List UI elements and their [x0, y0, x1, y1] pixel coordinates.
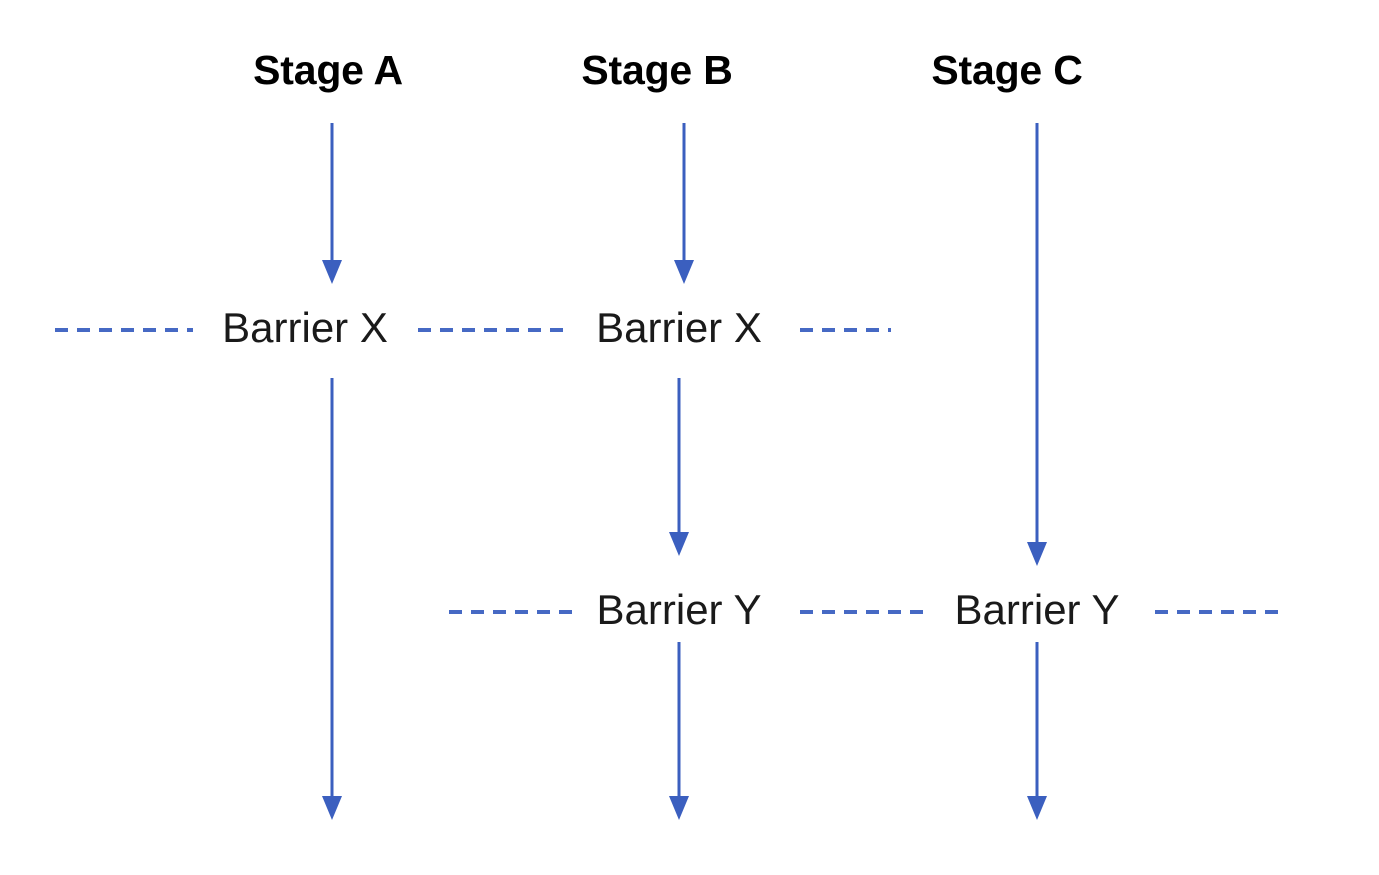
barrier-label-y-stage-c: Barrier Y — [954, 586, 1120, 633]
barrier-label-y-stage-b: Barrier Y — [596, 586, 762, 633]
arrow-shaft-and-head — [669, 642, 689, 820]
stage-label-c: Stage C — [931, 47, 1083, 93]
arrow-shaft-and-head — [1027, 642, 1047, 820]
barrier-label-x-stage-a: Barrier X — [222, 304, 388, 351]
stage-label-a: Stage A — [253, 47, 403, 93]
arrow-shaft-and-head — [1027, 123, 1047, 566]
arrow-shaft-and-head — [674, 123, 694, 284]
arrow-shaft-and-head — [322, 123, 342, 284]
stage-label-b: Stage B — [581, 47, 733, 93]
arrow-shaft-and-head — [322, 378, 342, 820]
arrow-shaft-and-head — [669, 378, 689, 556]
barrier-label-x-stage-b: Barrier X — [596, 304, 762, 351]
